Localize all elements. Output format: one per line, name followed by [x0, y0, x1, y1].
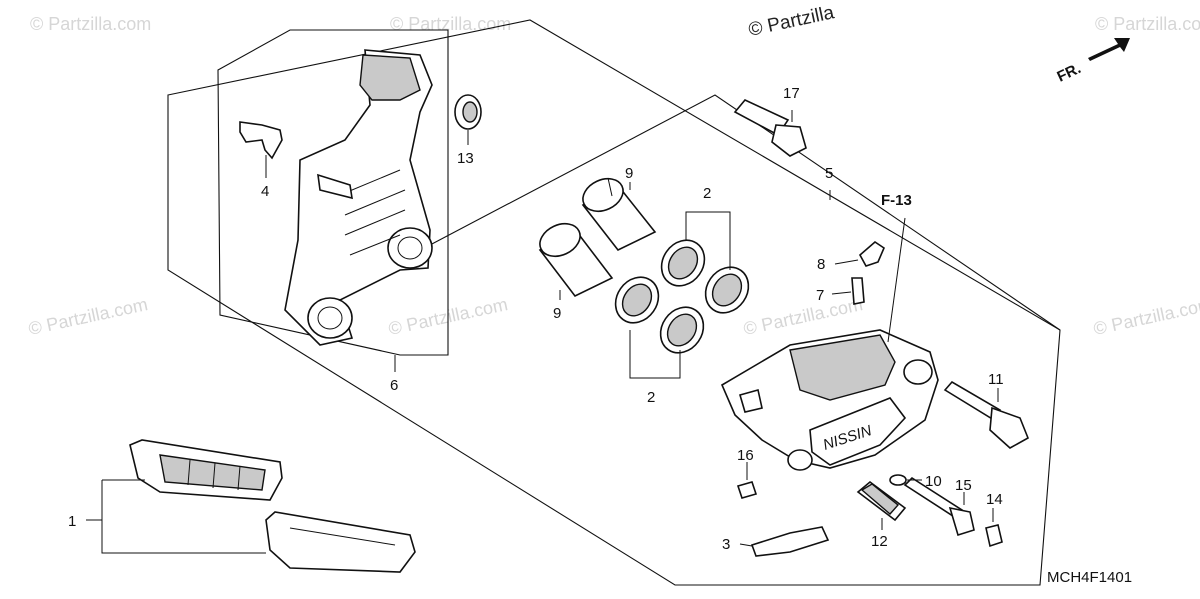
callout-13: 13 — [457, 150, 474, 167]
watermark: © Partzilla.com — [390, 14, 511, 34]
leader-2-lower — [629, 330, 681, 379]
caliper-bracket — [284, 49, 433, 346]
watermarks: © Partzilla.com © Partzilla.com © Partzi… — [27, 2, 1200, 339]
leader-1 — [86, 479, 266, 554]
callout-2: 2 — [703, 185, 711, 202]
watermark: © Partzilla.com — [1095, 14, 1200, 34]
callout-12: 12 — [871, 533, 888, 550]
pin-bolt-11 — [943, 380, 1030, 449]
retainer-clip — [239, 121, 283, 178]
watermark: © Partzilla.com — [742, 294, 865, 339]
callout-17: 17 — [783, 85, 800, 102]
callout-14: 14 — [986, 491, 1003, 508]
watermark: © Partzilla.com — [27, 294, 150, 339]
diagram-code: MCH4F1401 — [1047, 569, 1132, 586]
cap-16 — [736, 462, 758, 499]
callout-11: 11 — [988, 371, 1004, 388]
callout-2: 2 — [647, 389, 655, 406]
front-direction-arrow: FR. — [1055, 38, 1130, 86]
watermark: © Partzilla.com — [1092, 294, 1200, 339]
piston-lower — [538, 222, 614, 298]
callout-7: 7 — [816, 287, 824, 304]
brake-pad-lower — [265, 511, 416, 573]
clip-10 — [889, 474, 922, 486]
callout-10: 10 — [925, 473, 942, 490]
callout-3: 3 — [722, 536, 730, 553]
direction-label: FR. — [1055, 60, 1084, 86]
assembly-frame — [167, 19, 1061, 586]
piston-upper — [581, 177, 657, 252]
callout-9: 9 — [625, 165, 633, 182]
reference-label: F-13 — [881, 192, 912, 209]
callout-4: 4 — [261, 183, 269, 200]
callouts: 1 2 2 3 4 5 6 7 8 9 9 10 11 12 13 14 15 … — [68, 85, 1004, 553]
leader-2-upper — [685, 211, 731, 270]
brake-pad-upper — [129, 439, 283, 501]
callout-1: 1 — [68, 513, 76, 530]
pad-spring — [739, 526, 830, 557]
watermark: © Partzilla.com — [30, 14, 151, 34]
bracket-frame — [217, 29, 449, 356]
callout-8: 8 — [817, 256, 825, 273]
watermark-header: © Partzilla — [747, 2, 837, 41]
callout-9: 9 — [553, 305, 561, 322]
cap-14 — [985, 508, 1003, 548]
callout-16: 16 — [737, 447, 754, 464]
caliper-frame — [429, 94, 1061, 331]
bleeder-cap — [834, 240, 885, 267]
bleeder-valve — [831, 277, 865, 305]
caliper-body: NISSIN — [720, 329, 939, 471]
mounting-bolt-17 — [733, 99, 807, 157]
callout-15: 15 — [955, 477, 972, 494]
piston-seals — [614, 239, 750, 354]
callout-5: 5 — [825, 165, 833, 182]
callout-6: 6 — [390, 377, 398, 394]
rubber-boot — [454, 94, 482, 145]
ref-arrow-line — [887, 217, 906, 343]
bolt-12 — [856, 480, 907, 530]
